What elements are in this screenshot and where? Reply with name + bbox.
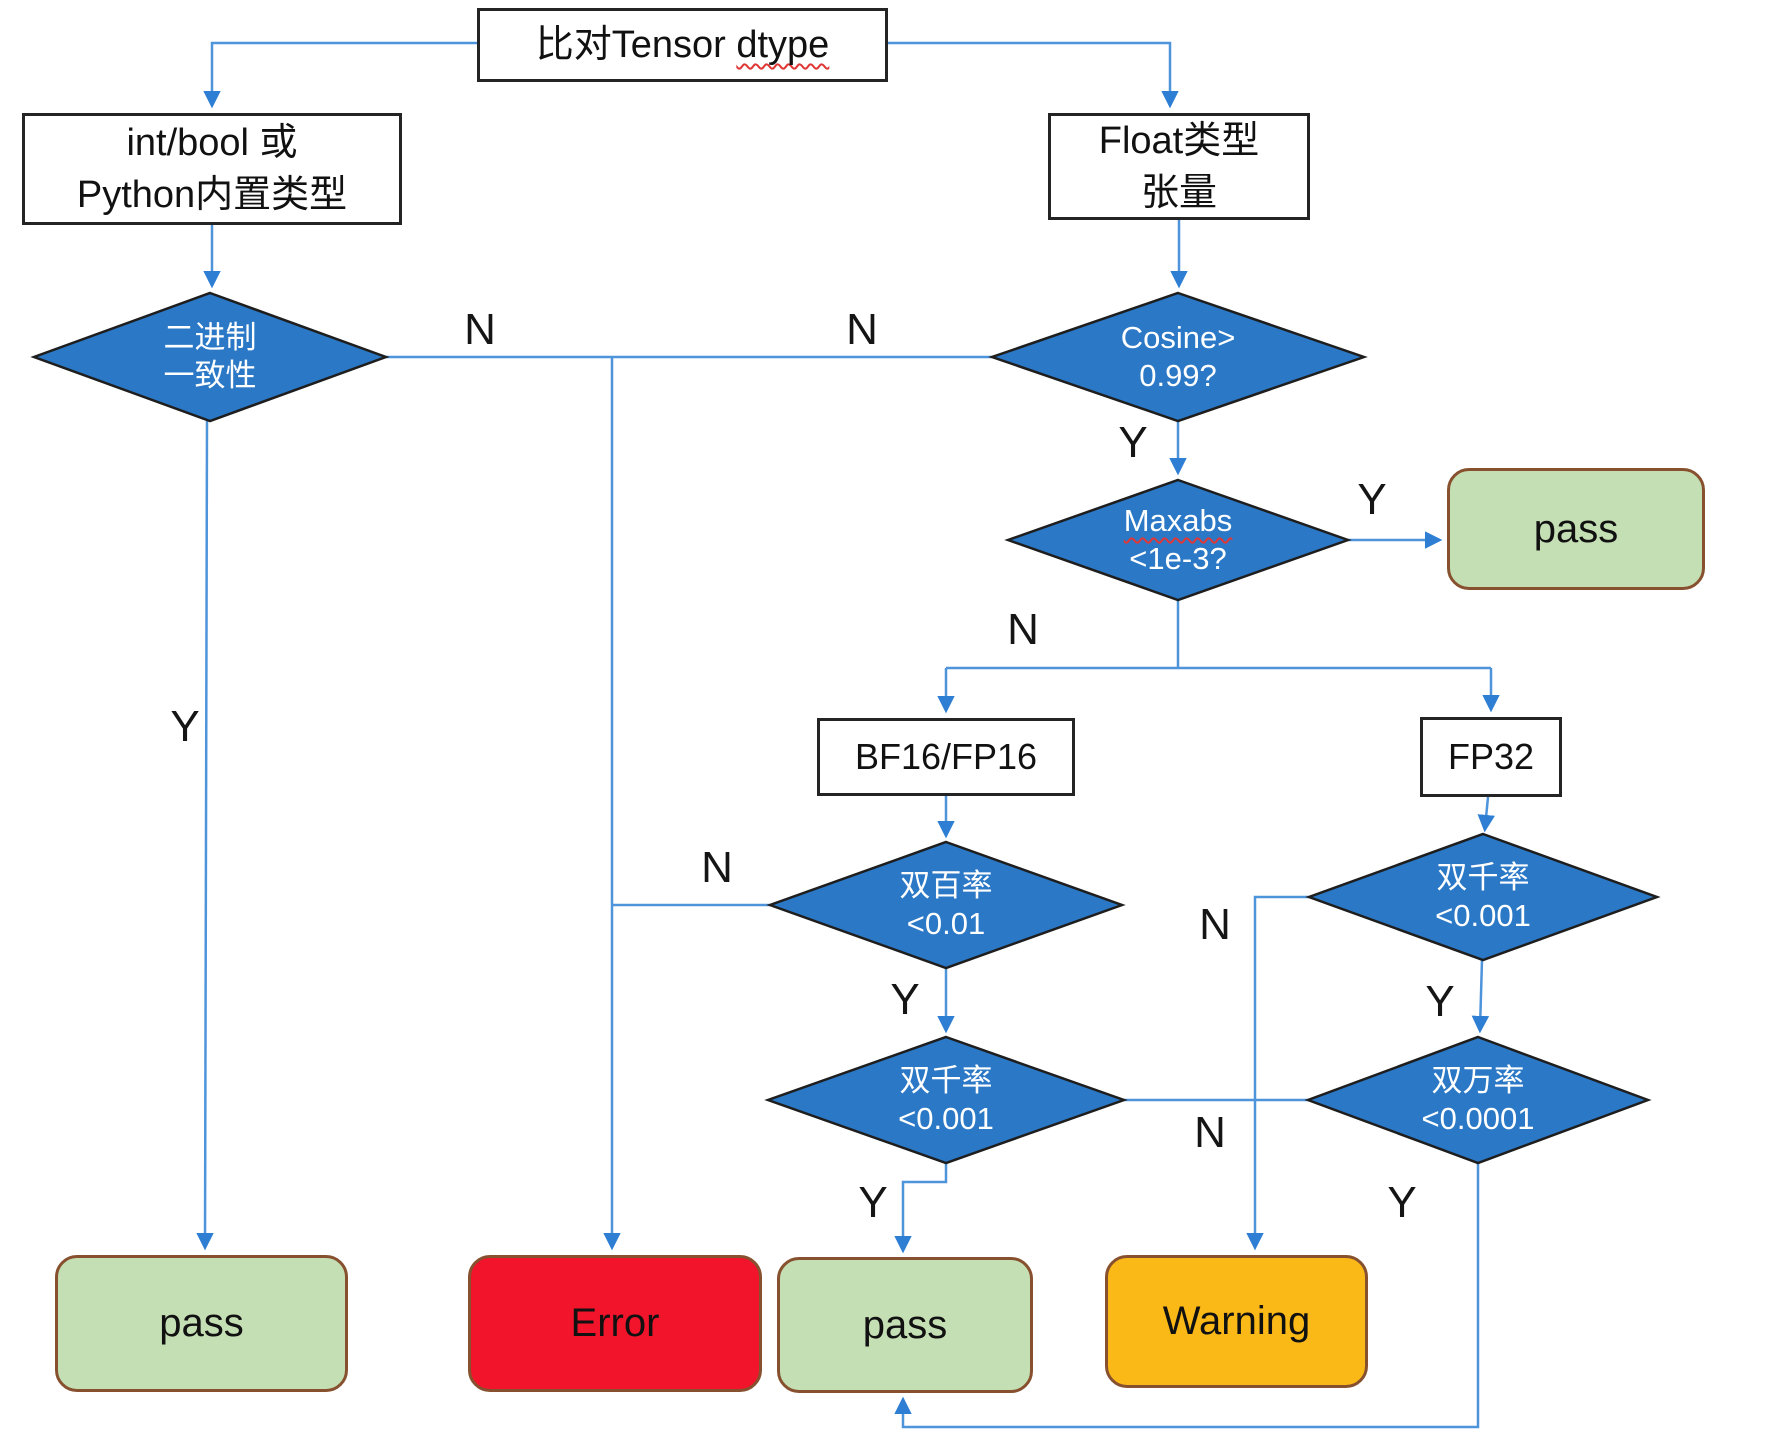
cosine-diamond bbox=[988, 291, 1368, 423]
maxabs-diamond bbox=[1004, 478, 1352, 602]
compare-dtype-prefix: 比对Tensor bbox=[535, 24, 737, 66]
double-thousand-right-diamond bbox=[1305, 832, 1661, 962]
binary-consistency-diamond bbox=[30, 291, 390, 423]
double-thousand-left-line1: 双千率 bbox=[899, 1063, 993, 1098]
double-ten-thousand-line2: <0.0001 bbox=[1421, 1101, 1535, 1136]
connector-binary-y-to-pass bbox=[196, 420, 214, 1251]
edge-label-hundred-yes: Y bbox=[890, 975, 920, 1024]
fp32-box: FP32 bbox=[1420, 717, 1562, 797]
connector-ten-thousand-y-to-pass bbox=[894, 1163, 1480, 1429]
double-thousand-right-line1: 双千率 bbox=[1436, 860, 1530, 895]
double-hundred-line1: 双百率 bbox=[899, 868, 993, 903]
double-ten-thousand-diamond bbox=[1304, 1035, 1652, 1165]
double-hundred-label: 双百率 <0.01 bbox=[900, 867, 993, 943]
edge-label-thousand-right-no: N bbox=[1199, 900, 1231, 949]
connector-thousand-right-n-to-warning bbox=[1246, 895, 1309, 1251]
bf16-fp16-box: BF16/FP16 bbox=[817, 718, 1075, 796]
float-tensor-line2: 张量 bbox=[1140, 171, 1217, 214]
maxabs-label: Maxabs <1e-3? bbox=[1124, 502, 1233, 578]
binary-consistency-label: 二进制 一致性 bbox=[164, 319, 257, 395]
binary-consistency-line2: 一致性 bbox=[163, 358, 257, 393]
double-thousand-right-label: 双千率 <0.001 bbox=[1435, 859, 1531, 935]
compare-dtype-flagged-word: dtype bbox=[736, 24, 830, 66]
cosine-line2: 0.99? bbox=[1139, 358, 1217, 393]
int-bool-line2: Python内置类型 bbox=[76, 174, 348, 216]
connector-fp32-to-thousand-right bbox=[1477, 796, 1495, 833]
maxabs-line1: Maxabs bbox=[1123, 503, 1233, 538]
pass-binary-box: pass bbox=[55, 1255, 348, 1392]
cosine-line1: Cosine> bbox=[1120, 320, 1236, 355]
double-thousand-right-line2: <0.001 bbox=[1435, 898, 1531, 933]
edge-label-binary-yes: Y bbox=[170, 702, 200, 751]
pass-mid-box: pass bbox=[777, 1257, 1033, 1393]
edge-label-maxabs-yes: Y bbox=[1357, 475, 1387, 524]
double-hundred-line2: <0.01 bbox=[906, 906, 986, 941]
double-thousand-left-line2: <0.001 bbox=[898, 1101, 994, 1136]
connector-title-to-float bbox=[888, 41, 1179, 109]
connector-thousand-left-y-to-pass bbox=[894, 1163, 948, 1254]
double-thousand-left-diamond bbox=[764, 1035, 1128, 1165]
compare-dtype-text: 比对Tensor dtype bbox=[536, 19, 830, 71]
edge-label-maxabs-no: N bbox=[1007, 605, 1039, 654]
error-label: Error bbox=[570, 1301, 660, 1345]
edge-label-merge-no: N bbox=[1194, 1108, 1226, 1157]
float-tensor-box: Float类型 张量 bbox=[1048, 113, 1310, 220]
int-bool-line1: int/bool 或 bbox=[126, 122, 298, 164]
pass-maxabs-label: pass bbox=[1533, 506, 1619, 551]
compare-dtype-box: 比对Tensor dtype bbox=[477, 8, 888, 82]
connector-title-to-intbool bbox=[203, 41, 477, 109]
pass-mid-label: pass bbox=[862, 1302, 948, 1347]
bf16-fp16-label: BF16/FP16 bbox=[854, 736, 1038, 777]
edge-label-hundred-no: N bbox=[701, 843, 733, 892]
edge-label-ten-thousand-yes: Y bbox=[1387, 1178, 1417, 1227]
double-thousand-left-label: 双千率 <0.001 bbox=[898, 1062, 994, 1138]
edge-label-binary-no: N bbox=[464, 305, 496, 354]
edge-label-thousand-left-yes: Y bbox=[858, 1178, 888, 1227]
connector-thousand-right-y-to-ten-thousand bbox=[1471, 959, 1490, 1034]
error-box: Error bbox=[468, 1255, 762, 1392]
edge-label-cosine-no: N bbox=[846, 305, 878, 354]
float-tensor-line1: Float类型 bbox=[1098, 119, 1260, 162]
double-hundred-diamond bbox=[766, 840, 1126, 970]
pass-binary-label: pass bbox=[159, 1301, 244, 1345]
double-ten-thousand-label: 双万率 <0.0001 bbox=[1422, 1062, 1535, 1138]
double-ten-thousand-line1: 双万率 bbox=[1431, 1063, 1525, 1098]
fp32-label: FP32 bbox=[1447, 736, 1535, 777]
edge-label-cosine-yes: Y bbox=[1118, 418, 1148, 467]
cosine-label: Cosine> 0.99? bbox=[1121, 319, 1236, 395]
warning-label: Warning bbox=[1162, 1299, 1311, 1343]
warning-box: Warning bbox=[1105, 1255, 1368, 1388]
maxabs-line2: <1e-3? bbox=[1129, 541, 1227, 576]
int-bool-box: int/bool 或 Python内置类型 bbox=[22, 113, 402, 225]
pass-maxabs-box: pass bbox=[1447, 468, 1705, 590]
binary-consistency-line1: 二进制 bbox=[163, 320, 257, 355]
edge-label-thousand-right-yes: Y bbox=[1425, 977, 1455, 1026]
